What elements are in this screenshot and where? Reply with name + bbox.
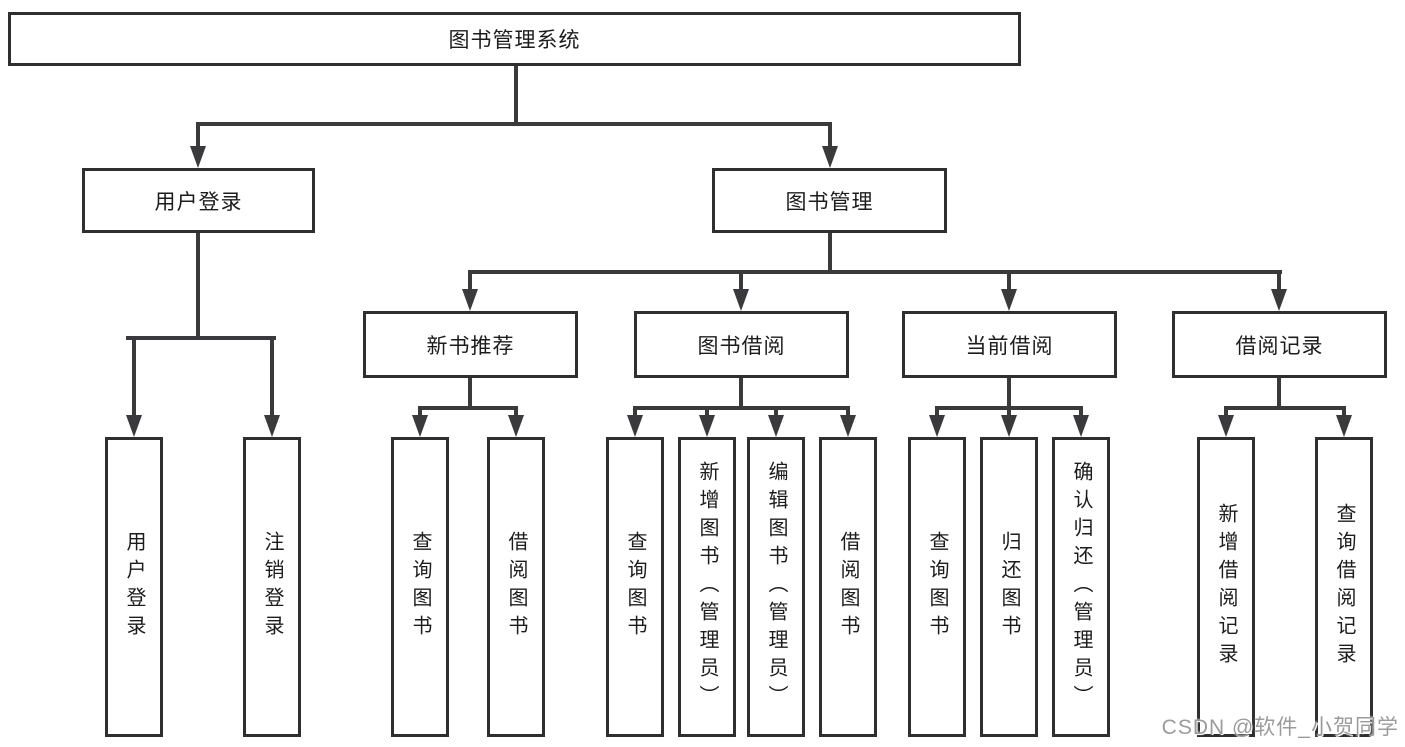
csdn-watermark: CSDN @软件_小贺同学 [1161,716,1399,739]
connector-line [196,233,200,338]
arrow-down-icon [1336,410,1352,437]
arrow-down-icon [1001,410,1017,437]
arrow-down-icon [627,410,643,437]
arrow-down-icon [1073,410,1089,437]
node-bb-add-book-admin: 新增图书（管理员） [678,437,736,737]
connector-line [418,406,518,410]
node-br-add-record: 新增借阅记录 [1197,437,1255,737]
node-user-login: 用户登录 [82,168,315,233]
node-current-borrow: 当前借阅 [902,311,1117,378]
arrow-down-icon [929,410,945,437]
connector-line [468,378,472,408]
node-root: 图书管理系统 [8,12,1021,66]
node-bb-borrow-book: 借阅图书 [819,437,877,737]
arrow-down-icon [1218,410,1234,437]
arrow-down-icon [768,410,784,437]
connector-line [126,336,276,340]
arrow-down-icon [699,410,715,437]
arrow-down-icon [840,410,856,437]
node-cb-return-book: 归还图书 [980,437,1038,737]
arrow-down-icon [264,340,280,437]
connector-line [935,406,1083,410]
connector-line [739,378,743,408]
arrow-down-icon [412,410,428,437]
arrow-down-icon [822,126,838,168]
arrow-down-icon [733,274,749,311]
node-borrow-record: 借阅记录 [1172,311,1387,378]
connector-line [514,66,518,124]
connector-line [196,122,832,126]
node-nb-borrow-book: 借阅图书 [487,437,545,737]
arrow-down-icon [126,340,142,437]
connector-line [1277,378,1281,408]
connector-line [1224,406,1346,410]
node-leaf-user-login: 用户登录 [105,437,163,737]
node-br-query-record: 查询借阅记录 [1315,437,1373,737]
arrow-down-icon [508,410,524,437]
arrow-down-icon [190,126,206,168]
arrow-down-icon [1271,274,1287,311]
arrow-down-icon [462,274,478,311]
node-book-management: 图书管理 [712,168,947,233]
connector-line [828,233,832,272]
node-bb-edit-book-admin: 编辑图书（管理员） [747,437,805,737]
node-cb-confirm-return-admin: 确认归还（管理员） [1052,437,1110,737]
node-cb-query-book: 查询图书 [908,437,966,737]
node-leaf-logout: 注销登录 [243,437,301,737]
node-new-book-recommend: 新书推荐 [363,311,578,378]
arrow-down-icon [1001,274,1017,311]
connector-line [468,270,1282,274]
node-bb-query-book: 查询图书 [606,437,664,737]
connector-line [1007,378,1011,408]
connector-line [633,406,850,410]
node-nb-query-book: 查询图书 [391,437,449,737]
node-book-borrow: 图书借阅 [634,311,849,378]
